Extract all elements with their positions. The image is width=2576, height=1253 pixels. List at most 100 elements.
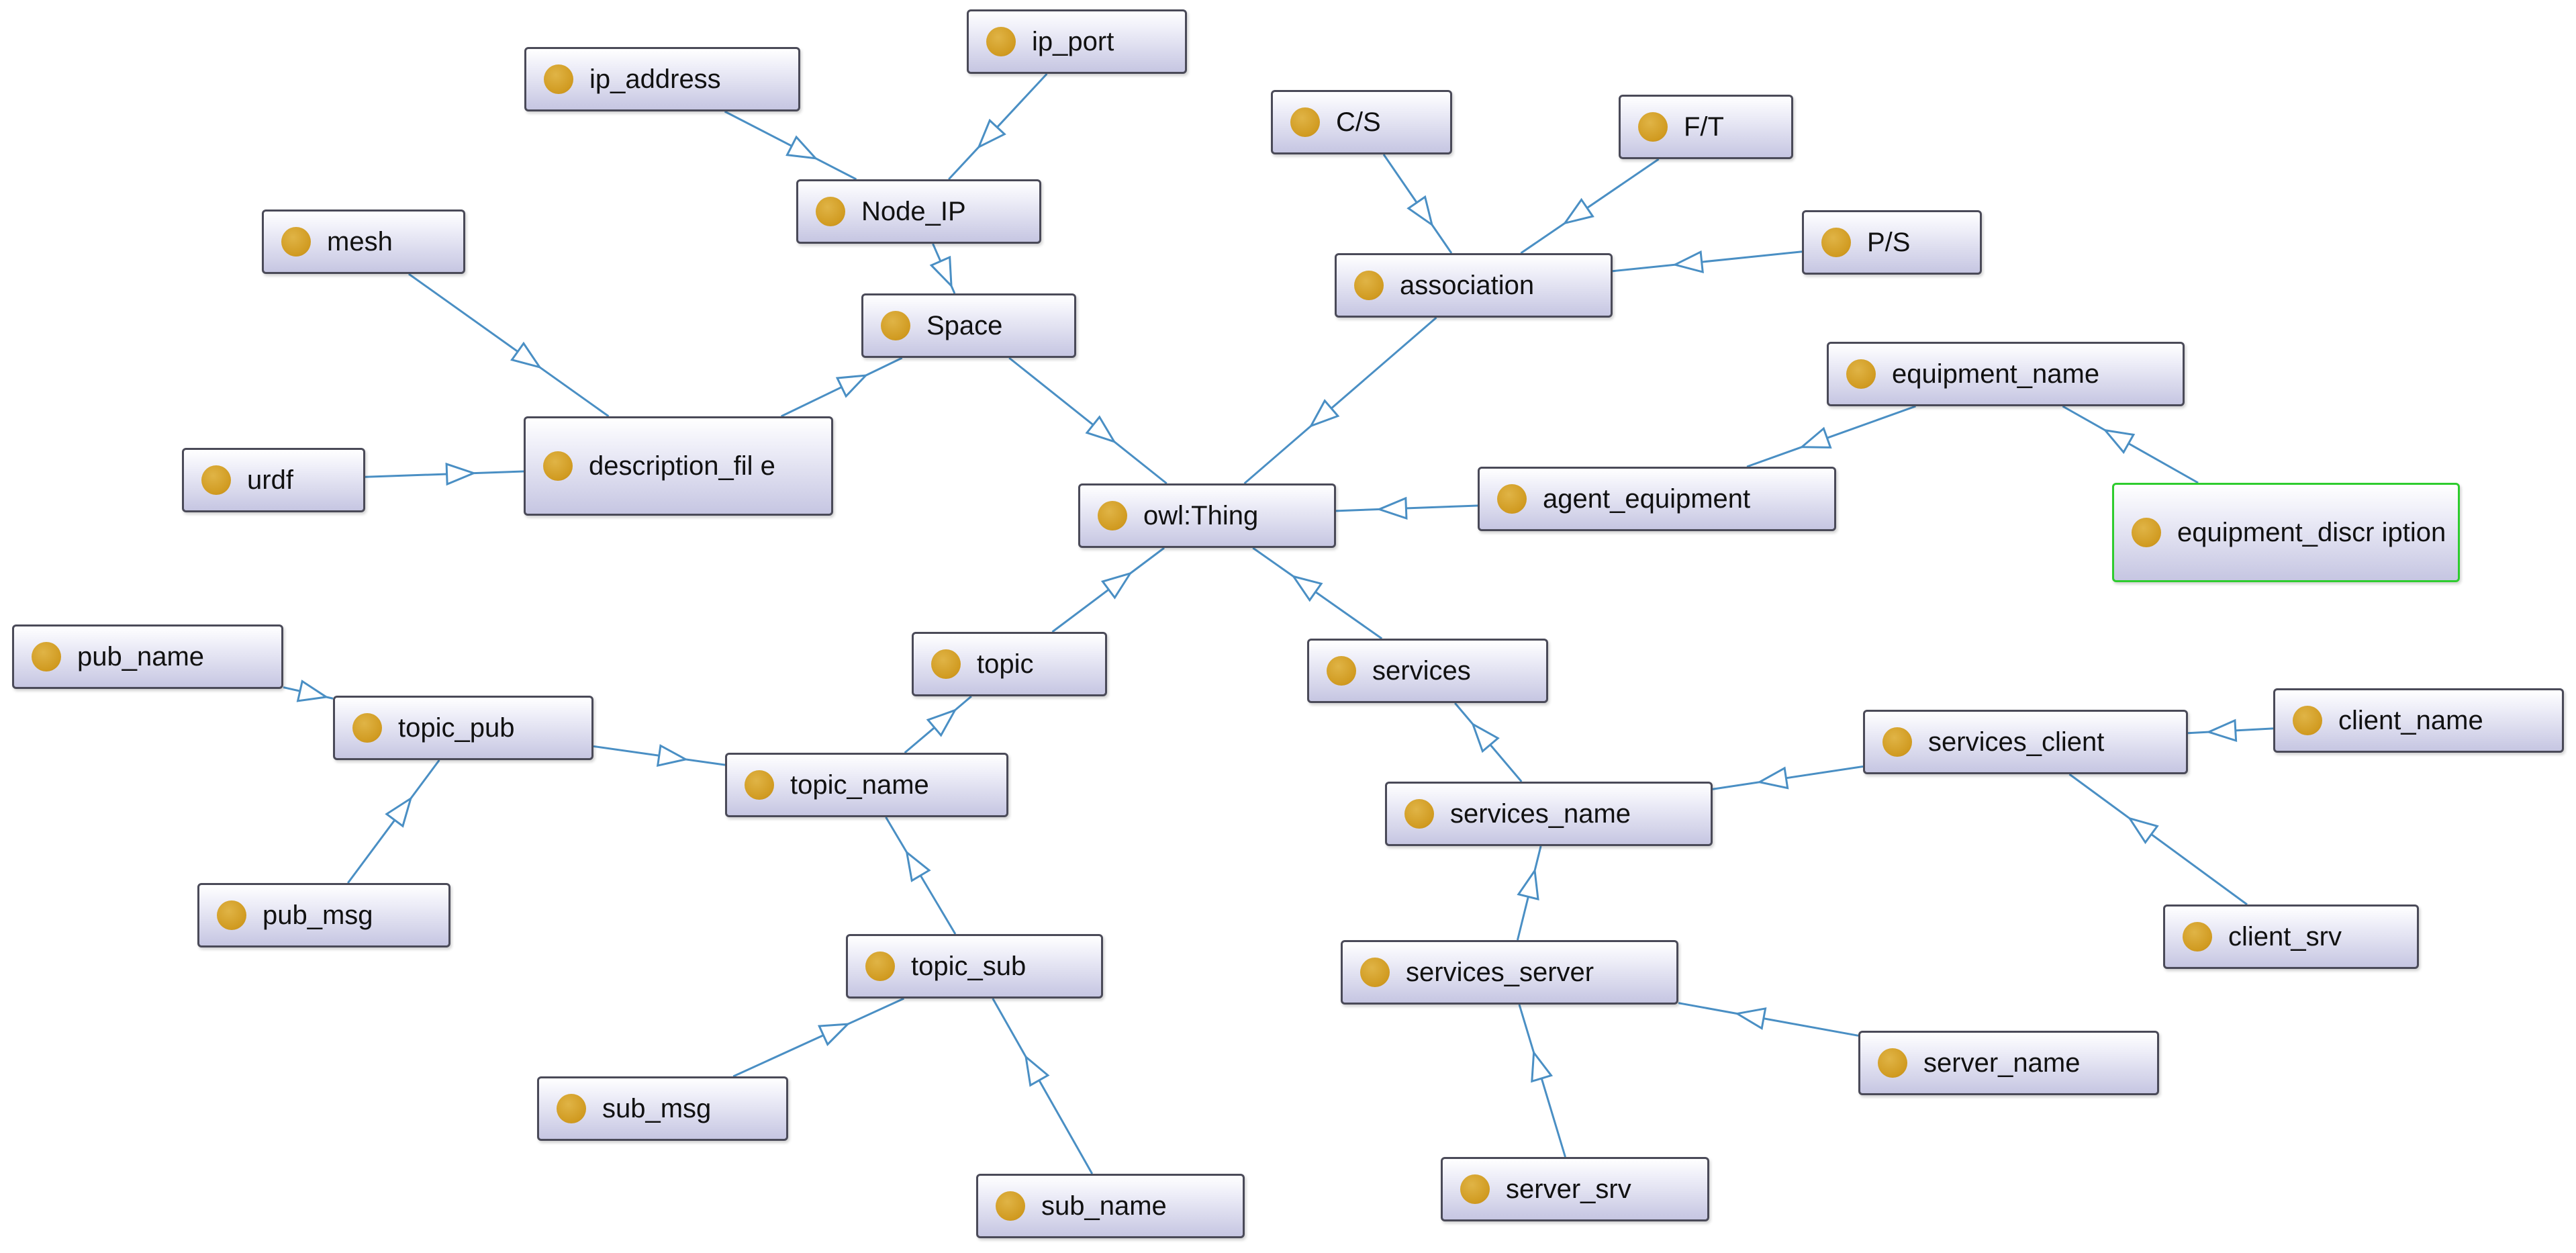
class-node-space[interactable]: Space (861, 293, 1076, 358)
class-node-topic[interactable]: topic (912, 632, 1107, 696)
edge-association-to-owl-thing (1243, 316, 1437, 485)
edge-pub-msg-to-topic-pub (346, 759, 440, 884)
class-dot-icon (1878, 1048, 1907, 1078)
edge-equipment-name-to-agent-equipment (1746, 405, 1916, 468)
class-node-mesh[interactable]: mesh (262, 210, 465, 274)
edge-services-name-to-services (1454, 702, 1523, 782)
class-node-owl-thing[interactable]: owl:Thing (1078, 483, 1336, 548)
edge-line (1678, 1002, 1859, 1037)
subclass-arrow-icon (385, 796, 413, 828)
class-node-ip-address[interactable]: ip_address (524, 47, 800, 111)
class-node-label: F/T (1684, 112, 1724, 142)
class-node-label: sub_msg (602, 1094, 712, 1123)
edge-services-server-to-services-name (1516, 845, 1542, 941)
subclass-arrow-icon (1085, 415, 1116, 444)
subclass-arrow-icon (817, 1023, 851, 1046)
subclass-arrow-icon (1024, 1054, 1050, 1087)
class-node-ip-port[interactable]: ip_port (967, 9, 1187, 74)
class-node-topic-sub[interactable]: topic_sub (846, 934, 1103, 999)
edge-agent-equipment-to-owl-thing (1335, 496, 1478, 520)
class-node-server-srv[interactable]: server_srv (1441, 1157, 1709, 1221)
class-dot-icon (2293, 706, 2322, 735)
class-dot-icon (217, 900, 246, 930)
class-node-pub-name[interactable]: pub_name (12, 624, 283, 689)
class-node-topic-pub[interactable]: topic_pub (333, 696, 593, 760)
class-node-services[interactable]: services (1307, 639, 1548, 703)
edge-server-srv-to-services-server (1518, 1004, 1566, 1158)
edge-line (992, 998, 1094, 1174)
subclass-arrow-icon (2102, 428, 2136, 455)
class-dot-icon (1327, 656, 1356, 686)
class-node-ps[interactable]: P/S (1802, 210, 1982, 275)
class-node-client-name[interactable]: client_name (2273, 688, 2564, 753)
class-node-services-client[interactable]: services_client (1863, 710, 2188, 774)
class-node-equipment-name[interactable]: equipment_name (1827, 342, 2185, 406)
class-dot-icon (1638, 112, 1668, 142)
edge-ft-to-association (1520, 158, 1660, 254)
subclass-arrow-icon (2205, 718, 2238, 742)
edge-pub-name-to-topic-pub (283, 680, 334, 702)
class-node-sub-name[interactable]: sub_name (976, 1174, 1245, 1238)
class-node-node-ip[interactable]: Node_IP (796, 179, 1041, 244)
class-node-pub-msg[interactable]: pub_msg (197, 883, 450, 947)
class-node-label: description_fil e (589, 451, 775, 481)
class-dot-icon (1497, 484, 1527, 514)
edge-cs-to-association (1382, 154, 1453, 254)
class-node-topic-name[interactable]: topic_name (725, 753, 1008, 817)
subclass-arrow-icon (1406, 195, 1434, 228)
edge-line (1252, 547, 1383, 640)
edge-line (1518, 1004, 1566, 1158)
class-node-urdf[interactable]: urdf (182, 448, 365, 512)
subclass-arrow-icon (510, 341, 542, 369)
class-node-label: server_name (1923, 1048, 2081, 1078)
class-node-server-name[interactable]: server_name (1858, 1031, 2159, 1095)
class-dot-icon (1460, 1174, 1490, 1204)
class-dot-icon (881, 311, 910, 340)
subclass-arrow-icon (1291, 575, 1323, 602)
edge-description-file-to-space (780, 357, 903, 418)
edge-space-to-owl-thing (1008, 357, 1167, 485)
subclass-arrow-icon (785, 135, 818, 160)
edge-ps-to-association (1612, 250, 1803, 274)
class-dot-icon (201, 465, 231, 495)
class-dot-icon (745, 770, 774, 800)
class-node-agent-equipment[interactable]: agent_equipment (1478, 467, 1836, 531)
edge-line (1746, 405, 1916, 468)
subclass-arrow-icon (1376, 496, 1408, 520)
subclass-arrow-icon (1308, 399, 1340, 428)
edge-mesh-to-description-file (408, 273, 610, 418)
class-node-label: Node_IP (861, 197, 966, 226)
class-node-label: services_name (1450, 799, 1631, 829)
edge-line (2068, 773, 2248, 906)
class-node-label: ip_port (1032, 27, 1114, 56)
edge-sub-msg-to-topic-sub (732, 997, 904, 1078)
class-node-client-srv[interactable]: client_srv (2163, 904, 2419, 969)
subclass-arrow-icon (835, 374, 869, 398)
class-node-sub-msg[interactable]: sub_msg (537, 1076, 788, 1141)
edge-line (732, 997, 904, 1078)
class-node-association[interactable]: association (1335, 253, 1613, 318)
edge-line (1520, 158, 1660, 254)
class-node-description-file[interactable]: description_fil e (524, 416, 833, 516)
class-dot-icon (816, 197, 845, 226)
subclass-arrow-icon (2127, 817, 2159, 845)
edge-ip-port-to-node-ip (948, 73, 1048, 181)
class-dot-icon (1098, 501, 1127, 530)
subclass-arrow-icon (1531, 1050, 1554, 1083)
subclass-arrow-icon (1562, 197, 1594, 225)
class-node-label: pub_msg (263, 900, 373, 930)
class-node-ft[interactable]: F/T (1619, 95, 1793, 159)
class-node-services-server[interactable]: services_server (1341, 940, 1678, 1005)
class-node-label: client_srv (2228, 922, 2342, 952)
class-node-equipment-discription[interactable]: equipment_discr iption (2112, 483, 2460, 582)
class-node-label: equipment_discr iption (2177, 518, 2446, 547)
class-node-label: Space (926, 311, 1003, 340)
class-node-label: ip_address (589, 64, 721, 94)
class-node-services-name[interactable]: services_name (1385, 782, 1713, 846)
class-node-label: C/S (1336, 107, 1381, 137)
edge-line (1712, 765, 1864, 790)
class-dot-icon (1821, 228, 1851, 257)
class-node-cs[interactable]: C/S (1271, 90, 1452, 154)
class-node-label: equipment_name (1892, 359, 2100, 389)
